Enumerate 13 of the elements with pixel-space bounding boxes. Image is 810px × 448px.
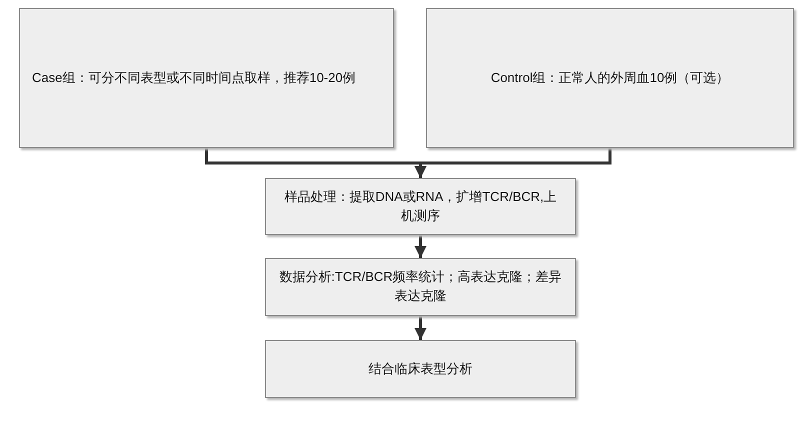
box-text: Control组：正常人的外周血10例（可选） (490, 68, 730, 87)
box-text: Case组：可分不同表型或不同时间点取样，推荐10-20例 (32, 68, 356, 87)
arrow (414, 316, 426, 340)
box-text: 结合临床表型分析 (368, 360, 472, 378)
process-box (19, 8, 394, 148)
process-box (265, 340, 576, 398)
box-text: 样品处理：提取DNA或RNA，扩增TCR/BCR,上机测序 (283, 188, 558, 224)
box-text: 数据分析:TCR/BCR频率统计；高表达克隆；差异表达克隆 (278, 268, 563, 305)
process-box (265, 178, 576, 235)
process-box (426, 8, 794, 148)
process-box (265, 258, 576, 316)
arrow (414, 148, 612, 178)
arrow (414, 235, 426, 258)
